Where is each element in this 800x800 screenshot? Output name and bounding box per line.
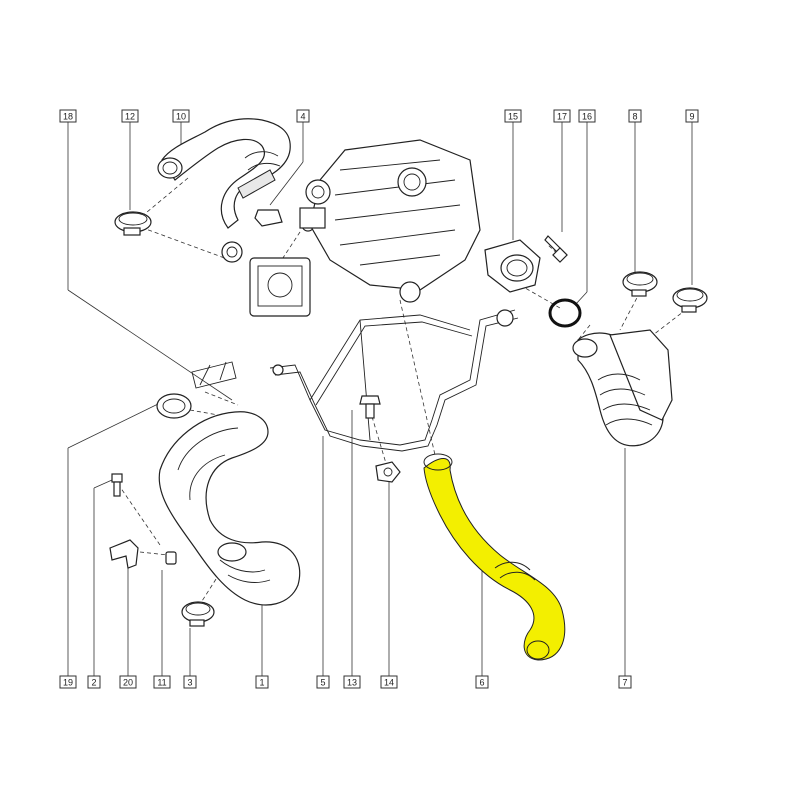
lbl-19: 19 — [59, 675, 77, 689]
lbl-12-text: 12 — [125, 112, 135, 122]
intake-manifold — [299, 139, 481, 303]
part-12-clamp — [114, 211, 152, 236]
lbl-17-text: 17 — [557, 112, 567, 122]
part-20-bracket — [109, 539, 139, 569]
part-19-gasket — [156, 393, 192, 419]
lbl-8: 8 — [628, 109, 642, 123]
part-11-clip — [165, 551, 177, 565]
lbl-1: 1 — [255, 675, 269, 689]
lbl-15: 15 — [504, 109, 522, 123]
lbl-10: 10 — [172, 109, 190, 123]
lbl-16-text: 16 — [582, 112, 592, 122]
throttle-body-upper — [221, 241, 311, 317]
lbl-20: 20 — [119, 675, 137, 689]
part-2-bolt — [111, 473, 123, 497]
part-14-nut — [375, 461, 401, 483]
lbl-5-text: 5 — [320, 678, 325, 688]
part-13-bolt — [359, 395, 381, 419]
part-10-upper-hose — [157, 118, 291, 229]
lbl-13-text: 13 — [347, 678, 357, 688]
part-5-tube-frame — [269, 309, 519, 452]
lbl-18-text: 18 — [63, 112, 73, 122]
part-6-highlighted-hose — [423, 453, 566, 661]
part-15-flow-sensor — [484, 239, 541, 293]
lbl-9: 9 — [685, 109, 699, 123]
lbl-18: 18 — [59, 109, 77, 123]
lbl-10-text: 10 — [176, 112, 186, 122]
lbl-4: 4 — [296, 109, 310, 123]
lbl-15-text: 15 — [508, 112, 518, 122]
labels-bottom: 19 2 20 11 3 1 5 13 14 6 7 — [59, 675, 632, 689]
lbl-14: 14 — [380, 675, 398, 689]
part-3-clamp — [181, 601, 215, 627]
lbl-2: 2 — [87, 675, 101, 689]
lbl-4-text: 4 — [300, 112, 305, 122]
part-18-bracket — [191, 361, 237, 389]
lbl-6-text: 6 — [479, 678, 484, 688]
lbl-19-text: 19 — [63, 678, 73, 688]
lbl-13: 13 — [343, 675, 361, 689]
labels-top: 18 12 10 4 15 17 16 8 9 — [59, 109, 699, 123]
lbl-3: 3 — [183, 675, 197, 689]
lbl-14-text: 14 — [384, 678, 394, 688]
lbl-5: 5 — [316, 675, 330, 689]
lbl-3-text: 3 — [187, 678, 192, 688]
lbl-6: 6 — [475, 675, 489, 689]
lbl-9-text: 9 — [689, 112, 694, 122]
lbl-2-text: 2 — [91, 678, 96, 688]
lbl-17: 17 — [553, 109, 571, 123]
lbl-1-text: 1 — [259, 678, 264, 688]
lbl-7: 7 — [618, 675, 632, 689]
part-8-clamp — [622, 271, 658, 297]
lbl-11: 11 — [153, 675, 171, 689]
lbl-16: 16 — [578, 109, 596, 123]
lbl-8-text: 8 — [632, 112, 637, 122]
lbl-7-text: 7 — [622, 678, 627, 688]
part-9-clamp — [672, 287, 708, 313]
part-1-air-duct — [158, 411, 301, 606]
leader-lines — [67, 122, 693, 676]
part-7-corrugated-hose — [572, 329, 673, 447]
lbl-20-text: 20 — [123, 678, 133, 688]
part-17-bolt — [544, 235, 568, 263]
lbl-11-text: 11 — [157, 678, 166, 688]
part-16-o-ring — [548, 298, 582, 328]
lbl-12: 12 — [121, 109, 139, 123]
